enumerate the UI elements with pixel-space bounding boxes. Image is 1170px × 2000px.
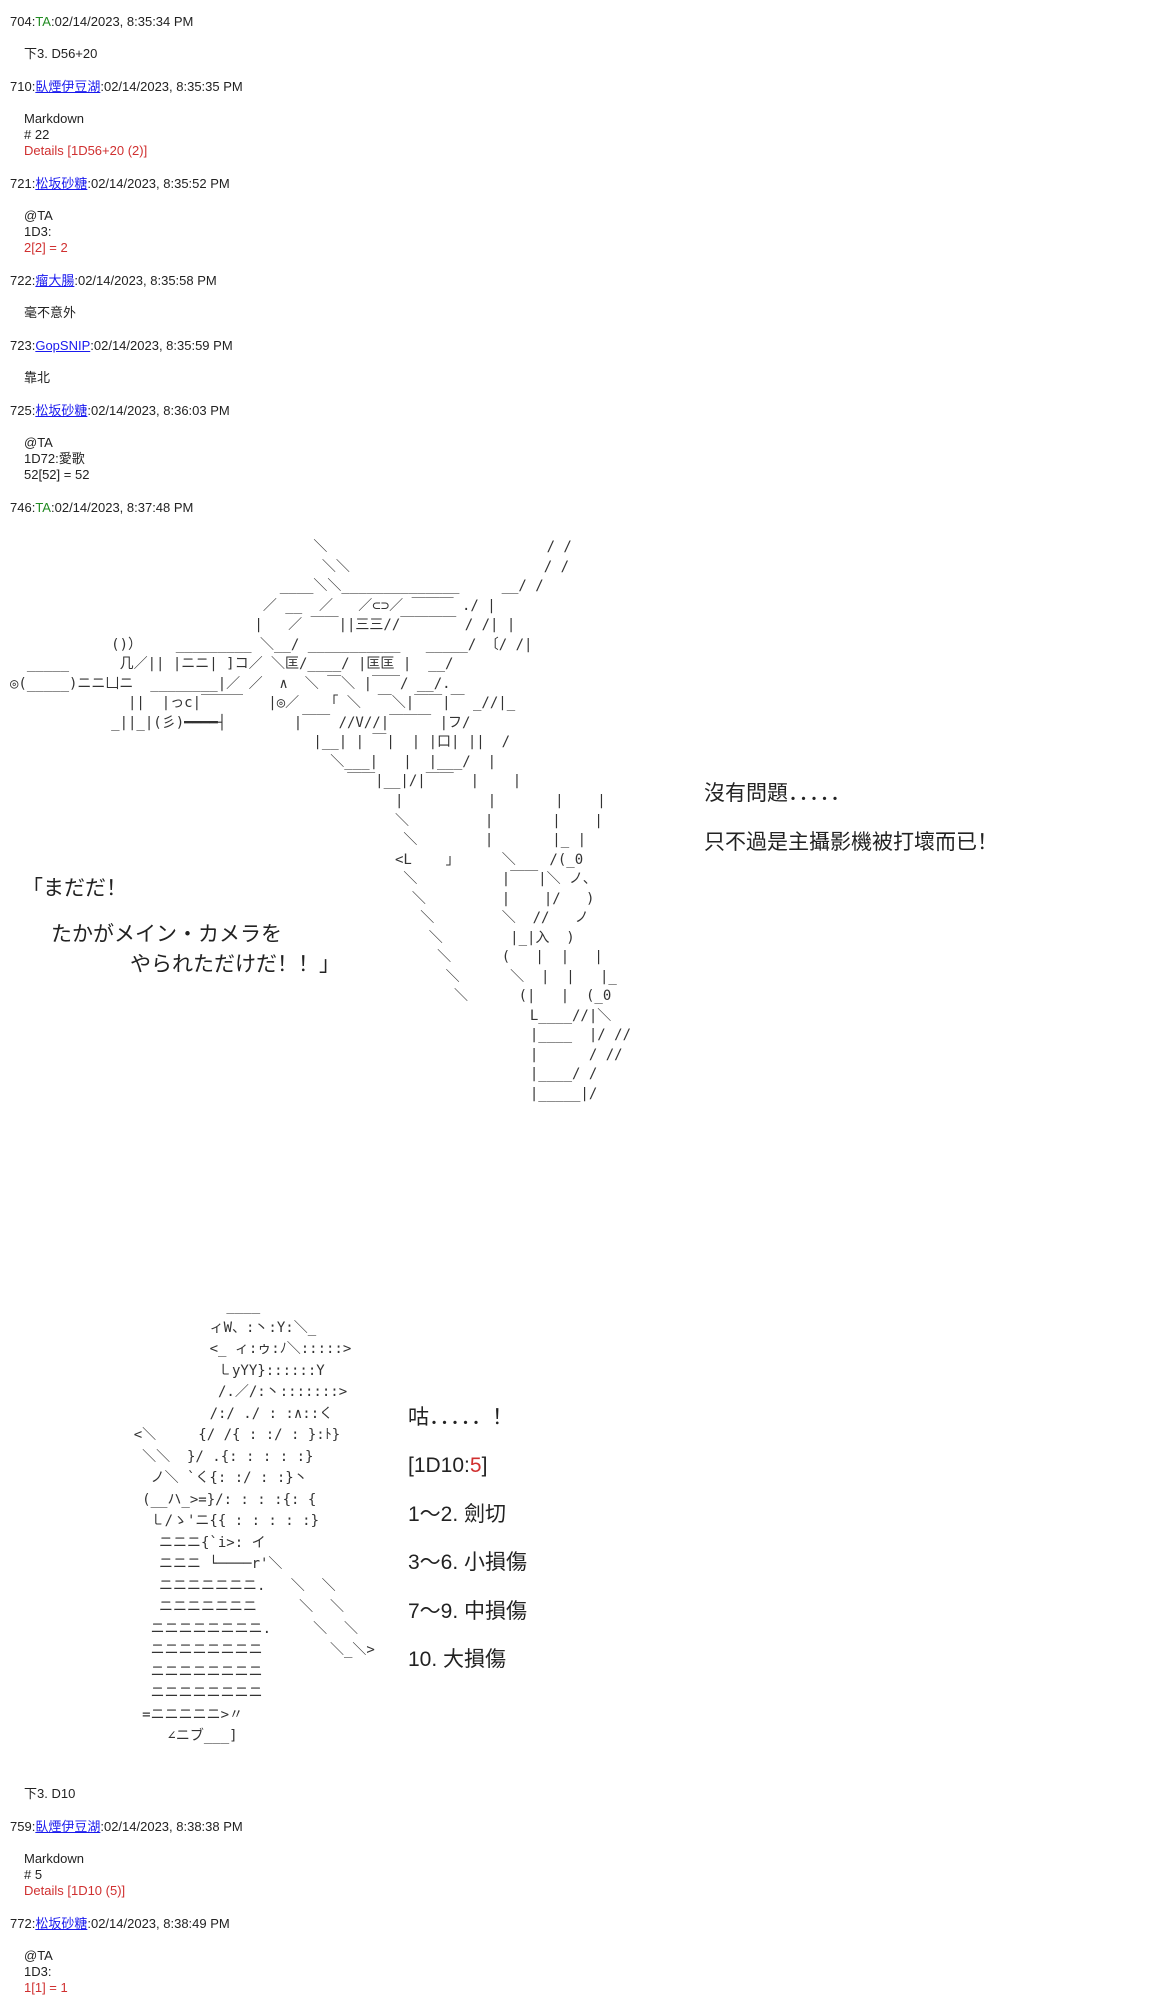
post-timestamp: 02/14/2023, 8:35:59 PM xyxy=(93,338,233,353)
post-timestamp: 02/14/2023, 8:36:03 PM xyxy=(90,403,230,418)
post-timestamp: 02/14/2023, 8:38:38 PM xyxy=(103,1819,243,1834)
dice-detail: Details [1D10 (5)] xyxy=(24,1883,126,1898)
dice-line: 咕．．．．．！ xyxy=(408,1406,513,1429)
mecha-ascii-art-upper: ＼ / / ＼＼ / / ____＼＼______________ __/ / … xyxy=(10,539,572,789)
post-body-line: @TA xyxy=(24,435,53,450)
post-number: 710 xyxy=(10,79,32,94)
post-body-line: 下3. D56+20 xyxy=(24,46,98,61)
dice-line: 3～6. 小損傷 xyxy=(408,1551,528,1574)
post-body-line: Markdown xyxy=(24,111,84,126)
dice-detail: Details [1D56+20 (2)] xyxy=(24,143,148,158)
post-timestamp: 02/14/2023, 8:35:34 PM xyxy=(54,14,194,29)
post-timestamp: 02/14/2023, 8:35:58 PM xyxy=(77,273,217,288)
post-header: 722:瘤大腸:02/14/2023, 8:35:58 PM xyxy=(10,273,217,288)
post-number: 723 xyxy=(10,338,32,353)
post-author[interactable]: GopSNIP xyxy=(35,338,91,353)
post-body-line: # 5 xyxy=(24,1867,43,1882)
post-number: 704 xyxy=(10,14,32,29)
post-body-line: 1D3: xyxy=(24,224,52,239)
post-body-line: @TA xyxy=(24,208,53,223)
post-body: 靠北 xyxy=(10,370,233,386)
dice-roll-suffix: ] xyxy=(481,1454,488,1477)
post-body-line: 下3. D10 xyxy=(24,1786,76,1801)
post-author[interactable]: 臥煙伊豆湖 xyxy=(35,1819,101,1834)
post: 746:TA:02/14/2023, 8:37:48 PM xyxy=(10,500,193,516)
dialogue-jp-line-2: たかがメイン・カメラを xyxy=(51,923,282,946)
post-number: 746 xyxy=(10,500,32,515)
post-timestamp: 02/14/2023, 8:38:49 PM xyxy=(90,1916,230,1931)
post-author[interactable]: 瘤大腸 xyxy=(35,273,75,288)
post-header: 723:GopSNIP:02/14/2023, 8:35:59 PM xyxy=(10,338,233,353)
post-number: 725 xyxy=(10,403,32,418)
dialogue-zh-line-1: 沒有問題．．．．． xyxy=(704,782,851,805)
dice-detail: 1[1] = 1 xyxy=(24,1980,68,1995)
post-body: 下3. D56+20 xyxy=(10,46,193,62)
post: 710:臥煙伊豆湖:02/14/2023, 8:35:35 PM Markdown… xyxy=(10,79,243,159)
post: 723:GopSNIP:02/14/2023, 8:35:59 PM 靠北 xyxy=(10,338,233,386)
post-number: 772 xyxy=(10,1916,32,1931)
post-header: 772:松坂砂糖:02/14/2023, 8:38:49 PM xyxy=(10,1916,230,1931)
post-number: 759 xyxy=(10,1819,32,1834)
post-number: 721 xyxy=(10,176,32,191)
post-body-line: 毫不意外 xyxy=(24,305,77,320)
post-header: 704:TA:02/14/2023, 8:35:34 PM xyxy=(10,14,194,29)
dice-line: 10. 大損傷 xyxy=(408,1648,507,1671)
dialogue-zh-line-2: 只不過是主攝影機被打壞而已！ xyxy=(704,831,998,854)
post: 722:瘤大腸:02/14/2023, 8:35:58 PM 毫不意外 xyxy=(10,273,217,321)
mecha-ascii-art-lower: | | | | ＼ | | | ＼ | |_ | <L 」 ＼ /(_0 ＼ |… xyxy=(395,793,632,1102)
post-body-line: Markdown xyxy=(24,1851,84,1866)
dice-line: 1～2. 劍切 xyxy=(408,1503,507,1526)
dice-roll-value: 5 xyxy=(469,1454,482,1477)
post: 704:TA:02/14/2023, 8:35:34 PM 下3. D56+20 xyxy=(10,14,193,62)
dice-line: [1D10:5] xyxy=(408,1453,487,1479)
dialogue-jp-line-1: 「まだだ！ xyxy=(22,877,127,900)
post-header: 710:臥煙伊豆湖:02/14/2023, 8:35:35 PM xyxy=(10,79,243,94)
post-header: 721:松坂砂糖:02/14/2023, 8:35:52 PM xyxy=(10,176,230,191)
dialogue-jp-line-3: やられただけだ！！」 xyxy=(130,953,340,976)
post-body-line: 1D3: xyxy=(24,1964,52,1979)
post-body-line: # 22 xyxy=(24,127,50,142)
dice-detail: 2[2] = 2 xyxy=(24,240,68,255)
post-body-line: 靠北 xyxy=(24,370,51,385)
post-timestamp: 02/14/2023, 8:37:48 PM xyxy=(54,500,194,515)
pilot-ascii-art: ____ ィW、:丶:Y:＼_ <_ ィ:ゥ:ﾉ＼:::::> ㇄yYY}:::… xyxy=(133,1298,375,1744)
post-body-line: @TA xyxy=(24,1948,53,1963)
post-timestamp: 02/14/2023, 8:35:35 PM xyxy=(103,79,243,94)
post-body-line: 1D72:愛歌 xyxy=(24,451,85,466)
post-header: 746:TA:02/14/2023, 8:37:48 PM xyxy=(10,500,194,515)
post-timestamp: 02/14/2023, 8:35:52 PM xyxy=(90,176,230,191)
post-body: 毫不意外 xyxy=(10,305,217,321)
post-author[interactable]: 松坂砂糖 xyxy=(35,1916,88,1931)
post-number: 722 xyxy=(10,273,32,288)
dice-line: 7～9. 中損傷 xyxy=(408,1600,528,1623)
dice-roll-prefix: [1D10: xyxy=(408,1454,470,1477)
post: 759:臥煙伊豆湖:02/14/2023, 8:38:38 PM Markdown… xyxy=(10,1819,243,1899)
post-author[interactable]: 臥煙伊豆湖 xyxy=(35,79,101,94)
post-author: TA xyxy=(35,14,51,29)
post-author: TA xyxy=(35,500,51,515)
post-author[interactable]: 松坂砂糖 xyxy=(35,176,88,191)
post-header: 725:松坂砂糖:02/14/2023, 8:36:03 PM xyxy=(10,403,230,418)
post-body-line: 52[52] = 52 xyxy=(24,467,90,482)
post-author[interactable]: 松坂砂糖 xyxy=(35,403,88,418)
post-header: 759:臥煙伊豆湖:02/14/2023, 8:38:38 PM xyxy=(10,1819,243,1834)
